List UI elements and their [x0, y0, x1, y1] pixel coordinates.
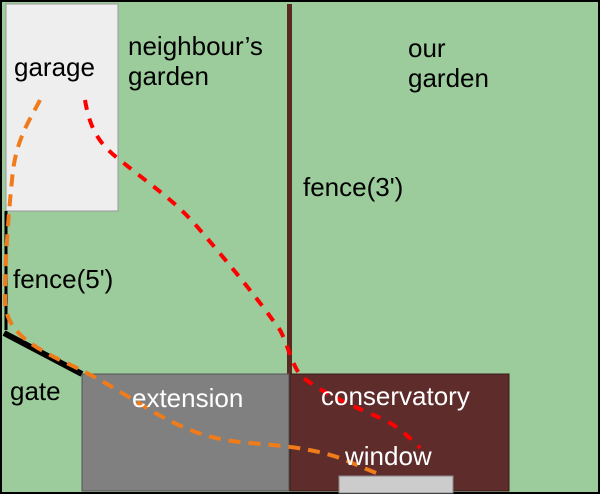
our-garden-label-line2: garden — [408, 63, 489, 93]
orange-dashed-path — [2, 99, 381, 476]
extension-label: extension — [132, 383, 244, 413]
extension-shape — [81, 373, 290, 492]
fence-3-label: fence(3') — [303, 172, 404, 202]
window-shape — [338, 475, 454, 494]
neighbour-garden-label: neighbour’s garden — [128, 31, 263, 91]
garage-shape — [5, 3, 119, 212]
window-label: window — [345, 441, 432, 471]
garage-label: garage — [14, 52, 95, 82]
our-garden-label-line1: our — [408, 33, 446, 63]
gate-line — [2, 330, 84, 377]
gate-label: gate — [10, 376, 61, 406]
our-garden-label: our garden — [408, 33, 489, 93]
neighbour-garden-label-line2: garden — [128, 61, 209, 91]
neighbour-garden-label-line1: neighbour’s — [128, 31, 263, 61]
fence-3-line — [287, 4, 292, 374]
red-dashed-path — [83, 99, 422, 450]
fence-5-label: fence(5') — [13, 264, 114, 294]
conservatory-label: conservatory — [321, 381, 470, 411]
